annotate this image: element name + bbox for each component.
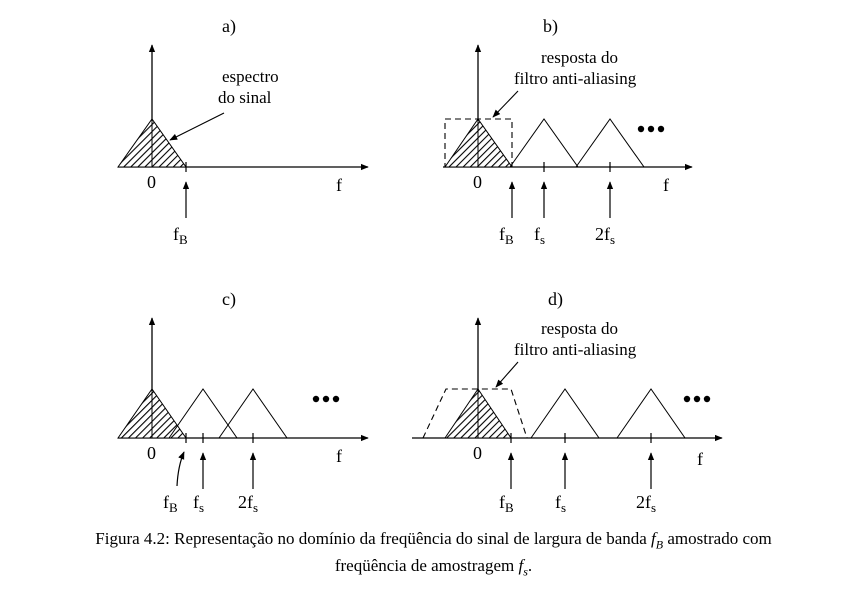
panel-b-axis-label: f bbox=[663, 175, 669, 195]
panel-d-replica-2fs bbox=[616, 388, 686, 439]
panel-c-2fs-label: 2fs bbox=[238, 492, 258, 515]
panel-a-annotation-arrow bbox=[169, 112, 225, 141]
panel-a-title: a) bbox=[222, 16, 236, 37]
panel-d-title: d) bbox=[548, 289, 563, 310]
panel-b-title: b) bbox=[543, 16, 558, 37]
panel-c-title: c) bbox=[222, 289, 236, 310]
panel-b-origin-label: 0 bbox=[473, 172, 482, 192]
panel-d: d) 0 f fB fs 2fs resposta do filtro anti… bbox=[412, 289, 723, 515]
panel-b-fb-label: fB bbox=[499, 224, 514, 247]
panel-a-axis-label: f bbox=[336, 175, 342, 195]
panel-c-ellipsis bbox=[312, 395, 340, 403]
panel-b-ellipsis bbox=[637, 125, 665, 133]
panel-d-replica-fs bbox=[530, 388, 600, 439]
panel-d-origin-label: 0 bbox=[473, 443, 482, 463]
panel-c: c) 0 f fB fs 2fs bbox=[117, 289, 369, 515]
panel-d-filter-note-arrow bbox=[495, 361, 519, 388]
panel-c-origin-label: 0 bbox=[147, 443, 156, 463]
panel-d-ellipsis bbox=[683, 395, 711, 403]
panel-d-filter-note: resposta do filtro anti-aliasing bbox=[514, 319, 637, 359]
panel-a-origin-label: 0 bbox=[147, 172, 156, 192]
panel-b: b) 0 f fB fs 2fs resposta do filtro anti… bbox=[443, 16, 693, 247]
panel-b-filter-note: resposta do filtro anti-aliasing bbox=[514, 48, 637, 88]
figure-caption: Figura 4.2: Representação no domínio da … bbox=[0, 528, 867, 583]
panel-c-fb-arrow bbox=[176, 451, 185, 487]
panel-c-replica-2fs bbox=[218, 388, 288, 439]
panel-a-fb-label: fB bbox=[173, 224, 188, 247]
caption-line-1: Figura 4.2: Representação no domínio da … bbox=[95, 529, 772, 552]
panel-c-fs-label: fs bbox=[193, 492, 204, 515]
panel-a: a) 0 f fB espectro do sinal bbox=[117, 16, 369, 247]
panel-d-axis-label: f bbox=[697, 449, 703, 469]
caption-line-2: freqüência de amostragem fs. bbox=[334, 556, 533, 579]
panel-c-axis-label: f bbox=[336, 446, 342, 466]
panel-b-replica-2fs bbox=[575, 118, 645, 168]
panel-d-fs-label: fs bbox=[555, 492, 566, 515]
panel-d-fb-label: fB bbox=[499, 492, 514, 515]
panel-c-fb-label: fB bbox=[163, 492, 178, 515]
panel-b-filter-note-arrow bbox=[492, 90, 519, 118]
panel-b-fs-label: fs bbox=[534, 224, 545, 247]
panel-a-annotation: espectro do sinal bbox=[218, 67, 283, 107]
panel-b-replica-fs bbox=[509, 118, 579, 168]
panel-d-2fs-label: 2fs bbox=[636, 492, 656, 515]
panel-b-2fs-label: 2fs bbox=[595, 224, 615, 247]
